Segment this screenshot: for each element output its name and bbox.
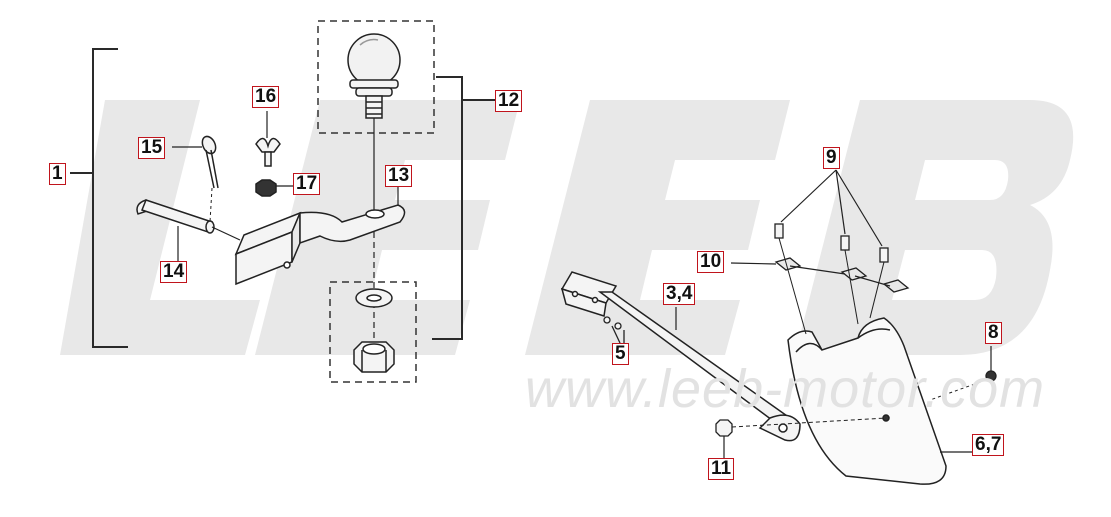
nut-item-11 xyxy=(715,419,733,437)
callout-16: 16 xyxy=(252,86,280,108)
hitch-pin xyxy=(136,199,215,234)
dashed-box-hitch-ball xyxy=(317,20,435,134)
axis-nut-11 xyxy=(731,417,887,428)
bolts-item-5 xyxy=(603,316,625,344)
callout-6-7: 6,7 xyxy=(972,434,1005,456)
callout-10: 10 xyxy=(697,251,725,273)
cotter-pin xyxy=(201,135,219,189)
drawbar xyxy=(234,204,406,286)
callout-13: 13 xyxy=(385,165,413,187)
washer xyxy=(355,288,393,308)
bracket-item-1 xyxy=(70,48,128,348)
small-nut xyxy=(255,179,277,197)
leaders-item-10 xyxy=(730,262,891,287)
callout-9: 9 xyxy=(823,147,840,169)
mud-flap xyxy=(787,317,947,485)
hex-nut xyxy=(353,341,395,373)
callout-11: 11 xyxy=(708,458,735,480)
bracket-item-12 xyxy=(432,76,495,340)
callout-14: 14 xyxy=(160,261,188,283)
wing-screw xyxy=(255,137,281,167)
callout-1: 1 xyxy=(49,163,66,185)
callout-17: 17 xyxy=(293,173,321,195)
axis-pin xyxy=(211,226,241,241)
watermark-url: www.leeb-motor.com xyxy=(525,359,1046,419)
callout-15: 15 xyxy=(138,137,166,159)
callout-5: 5 xyxy=(612,343,629,365)
callout-3-4: 3,4 xyxy=(663,283,696,305)
axis-lines-item-9 xyxy=(778,237,885,335)
dashed-box-nut-washer xyxy=(329,281,417,383)
leaders-item-9 xyxy=(780,169,883,247)
axis-screw-8 xyxy=(929,379,987,401)
callout-12: 12 xyxy=(495,90,523,112)
callout-8: 8 xyxy=(985,322,1002,344)
watermark-logo xyxy=(60,100,1074,355)
mounting-bracket xyxy=(560,271,801,442)
axis-cotter-pin xyxy=(209,187,213,223)
